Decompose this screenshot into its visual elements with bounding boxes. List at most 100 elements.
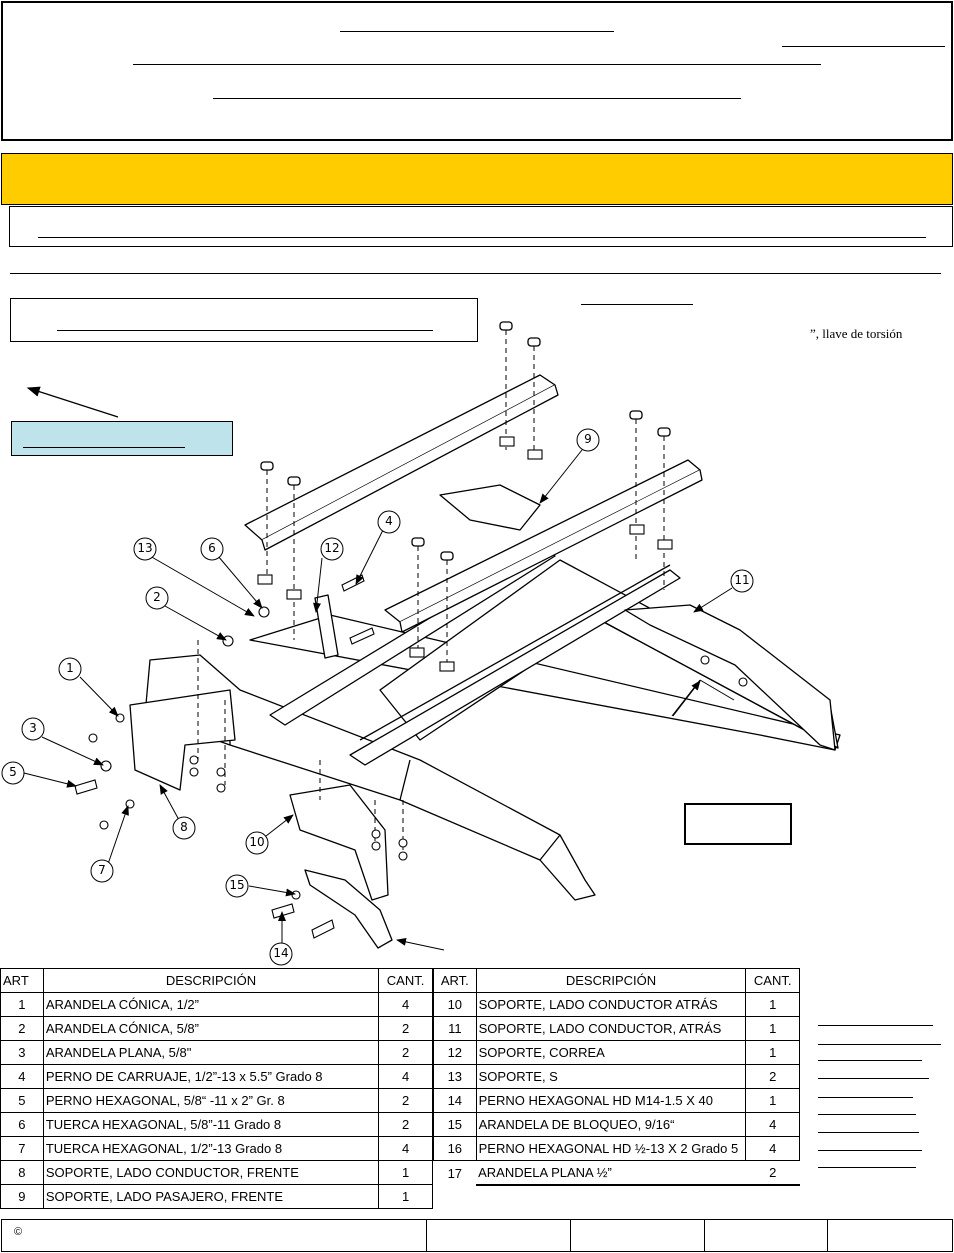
callout-12: 12: [324, 541, 340, 555]
cell-art: 16: [433, 1136, 477, 1161]
callout-14: 14: [273, 946, 289, 960]
callout-5: 5: [9, 765, 17, 779]
drawing-label-box: [684, 803, 792, 845]
cell-art: 13: [433, 1064, 477, 1089]
cell-desc: PERNO DE CARRUAJE, 1/2”-13 x 5.5” Grado …: [42, 1064, 380, 1089]
tools-text: ”, llave de torsión: [810, 326, 903, 341]
cell-art: 14: [433, 1088, 477, 1113]
callout-8: 8: [180, 820, 188, 834]
cell-art: 5: [0, 1088, 44, 1113]
col-header-qty: CANT.: [378, 968, 433, 993]
cell-desc: PERNO HEXAGONAL, 5/8“ -11 x 2” Gr. 8: [42, 1088, 380, 1113]
cell-art: 1: [0, 992, 44, 1017]
footer-divider: [827, 1219, 828, 1252]
cell-qty: 4: [378, 992, 433, 1017]
callout-3: 3: [29, 721, 37, 735]
cell-qty: 1: [378, 1184, 433, 1209]
blank-line: [818, 1044, 941, 1045]
cell-desc: ARANDELA CÓNICA, 1/2”: [42, 992, 380, 1017]
cell-desc: ARANDELA PLANA ½”: [476, 1160, 746, 1186]
header-title-line: [340, 31, 614, 32]
cell-desc: ARANDELA PLANA, 5/8": [42, 1040, 380, 1065]
blank-line: [818, 1167, 916, 1168]
callout-13: 13: [137, 541, 153, 555]
callout-11: 11: [734, 573, 750, 587]
blank-line: [818, 1150, 922, 1151]
col-header-art: ART.: [433, 968, 477, 993]
blank-line: [818, 1060, 922, 1061]
cell-art: 8: [0, 1160, 44, 1185]
callout-4: 4: [385, 514, 393, 528]
footer-divider: [426, 1219, 427, 1252]
warning-banner: [1, 153, 953, 205]
cell-art: 6: [0, 1112, 44, 1137]
exploded-diagram: [1, 321, 841, 966]
tools-heading-line: [581, 304, 693, 305]
header-subtitle-line: [133, 64, 821, 65]
cell-art: 15: [433, 1112, 477, 1137]
table-header-row: ART DESCRIPCIÓN CANT.: [0, 968, 433, 993]
table-header-row: ART. DESCRIPCIÓN CANT.: [433, 968, 800, 993]
blank-line: [818, 1132, 919, 1133]
tools-box-line: [57, 330, 433, 331]
cell-desc: SOPORTE, CORREA: [475, 1040, 747, 1065]
cell-desc: PERNO HEXAGONAL HD ½-13 X 2 Grado 5: [475, 1136, 747, 1161]
footer-frame: [1, 1219, 953, 1252]
cell-qty: 4: [745, 1136, 800, 1161]
cell-qty: 2: [745, 1064, 800, 1089]
tools-box: [10, 298, 478, 342]
cell-desc: ARANDELA CÓNICA, 5/8”: [42, 1016, 380, 1041]
section-separator: [10, 273, 941, 274]
callout-10: 10: [249, 835, 265, 849]
cell-desc: SOPORTE, LADO CONDUCTOR, FRENTE: [42, 1160, 380, 1185]
col-header-qty: CANT.: [745, 968, 800, 993]
front-note-box: [11, 421, 233, 456]
cell-qty: 1: [745, 1016, 800, 1041]
col-header-desc: DESCRIPCIÓN: [42, 968, 380, 993]
cell-desc: SOPORTE, LADO CONDUCTOR ATRÁS: [475, 992, 747, 1017]
cell-qty: 1: [745, 1088, 800, 1113]
cell-qty: 4: [378, 1136, 433, 1161]
blank-line: [818, 1025, 933, 1026]
cell-art: 9: [0, 1184, 44, 1209]
cell-desc: ARANDELA DE BLOQUEO, 9/16“: [475, 1112, 747, 1137]
callout-7: 7: [98, 863, 106, 877]
callout-9: 9: [584, 432, 592, 446]
cell-desc: SOPORTE, S: [475, 1064, 747, 1089]
cell-qty: 1: [378, 1160, 433, 1185]
cell-qty: 4: [378, 1064, 433, 1089]
callout-2: 2: [153, 590, 161, 604]
notice-box: [9, 206, 953, 247]
cell-art: 2: [0, 1016, 44, 1041]
cell-qty: 2: [745, 1160, 800, 1186]
cell-qty: 2: [378, 1016, 433, 1041]
cell-qty: 2: [378, 1088, 433, 1113]
footer-divider: [570, 1219, 571, 1252]
cell-art: 17: [433, 1160, 477, 1185]
blank-line: [818, 1078, 929, 1079]
cell-desc: SOPORTE, LADO PASAJERO, FRENTE: [42, 1184, 380, 1209]
cell-desc: TUERCA HEXAGONAL, 5/8”-11 Grado 8: [42, 1112, 380, 1137]
cell-desc: PERNO HEXAGONAL HD M14-1.5 X 40: [475, 1088, 747, 1113]
cell-desc: TUERCA HEXAGONAL, 1/2”-13 Grado 8: [42, 1136, 380, 1161]
cell-art: 12: [433, 1040, 477, 1065]
cell-qty: 2: [378, 1040, 433, 1065]
